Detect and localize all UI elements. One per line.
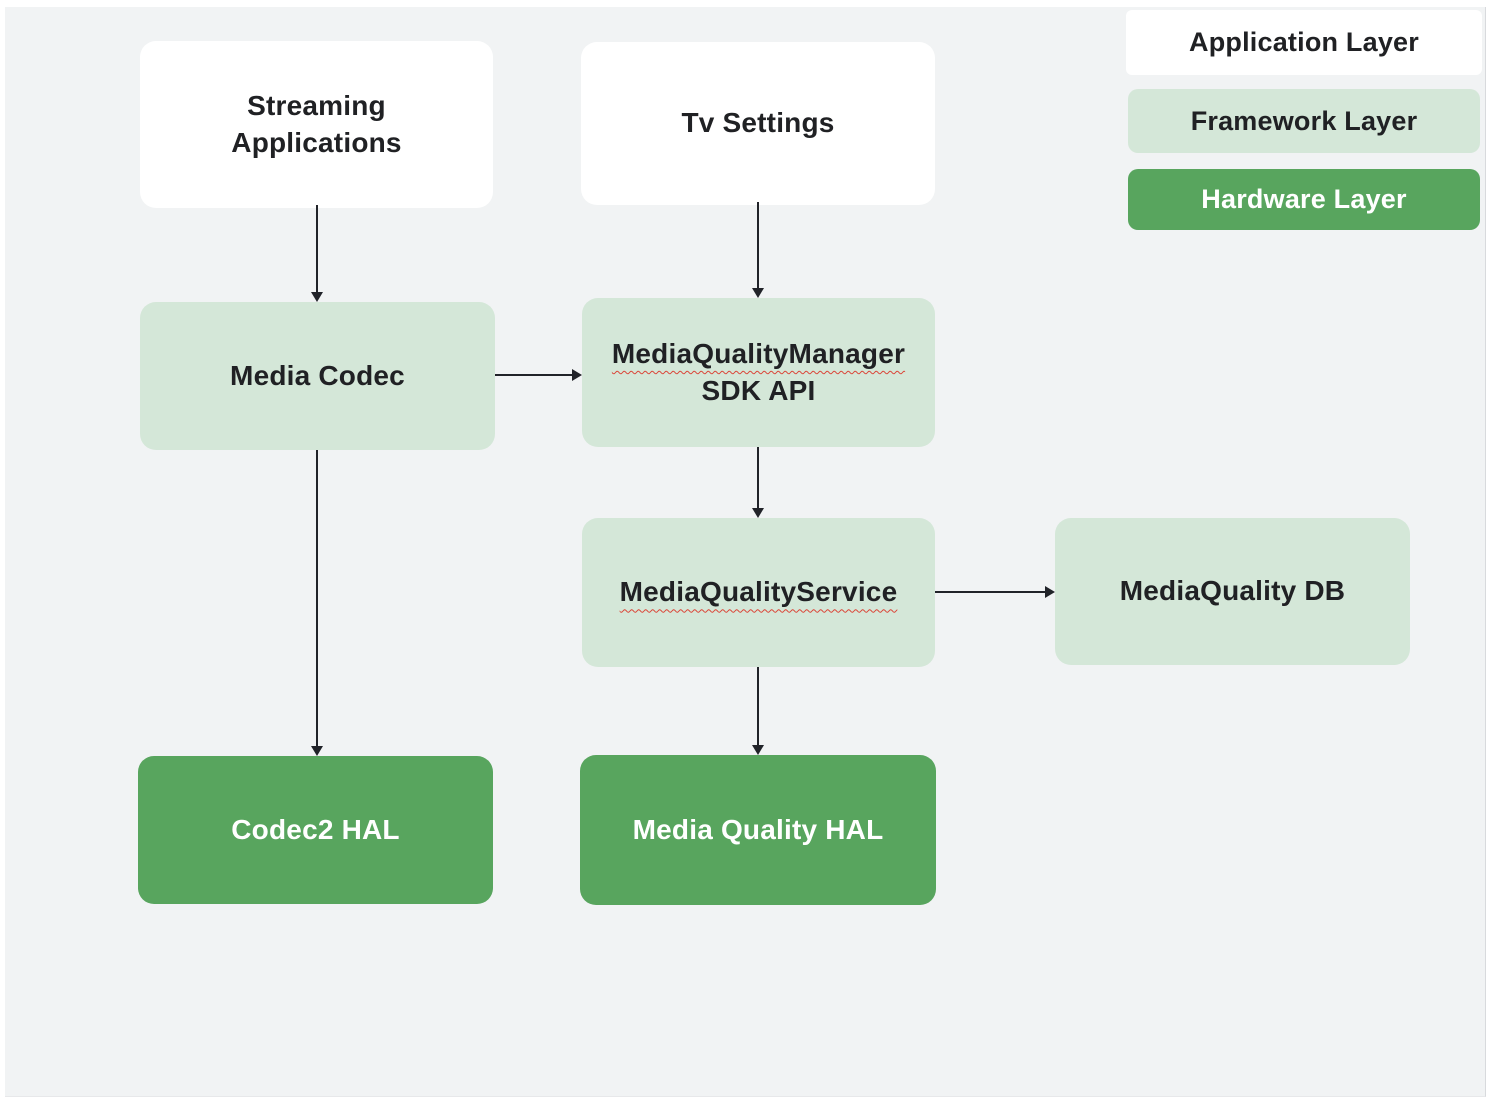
node-label: Codec2 HAL (231, 813, 400, 845)
arrow-media-codec-to-codec2-hal (311, 450, 323, 756)
node-media-quality-hal: Media Quality HAL (580, 755, 936, 905)
arrow-tv-settings-to-media-quality-manager (752, 202, 764, 298)
legend-label: Hardware Layer (1201, 184, 1407, 214)
arrow-media-codec-to-media-quality-manager (495, 369, 582, 381)
node-media-quality-manager-sdk-api: MediaQualityManager SDK API (582, 298, 935, 447)
node-label: Media Codec (230, 359, 405, 391)
node-label-line2: SDK API (701, 374, 816, 406)
node-media-codec: Media Codec (140, 302, 495, 450)
arrow-streaming-applications-to-media-codec (311, 205, 323, 302)
legend-framework-layer: Framework Layer (1128, 89, 1480, 153)
legend-label: Framework Layer (1190, 105, 1418, 136)
node-label: Tv Settings (681, 107, 835, 139)
node-codec2-hal: Codec2 HAL (138, 756, 493, 904)
diagram-canvas: Streaming Applications Tv Settings Media… (5, 7, 1486, 1097)
node-label: MediaQualityService (619, 576, 898, 608)
legend-label: Application Layer (1189, 27, 1419, 57)
node-streaming-applications: Streaming Applications (140, 41, 493, 208)
node-label: MediaQualityManager SDK API (612, 336, 905, 409)
node-tv-settings: Tv Settings (581, 42, 935, 205)
legend-hardware-layer: Hardware Layer (1128, 169, 1480, 230)
node-label-line1: MediaQualityManager (611, 338, 906, 370)
arrow-media-quality-service-to-media-quality-hal (752, 667, 764, 755)
node-label: Streaming Applications (231, 90, 402, 158)
node-media-quality-db: MediaQuality DB (1055, 518, 1410, 665)
arrow-media-quality-manager-to-media-quality-service (752, 447, 764, 518)
node-label: MediaQuality DB (1119, 575, 1346, 607)
node-label: Media Quality HAL (632, 813, 884, 845)
node-media-quality-service: MediaQualityService (582, 518, 935, 667)
arrow-media-quality-service-to-media-quality-db (935, 586, 1055, 598)
legend-application-layer: Application Layer (1126, 10, 1482, 75)
